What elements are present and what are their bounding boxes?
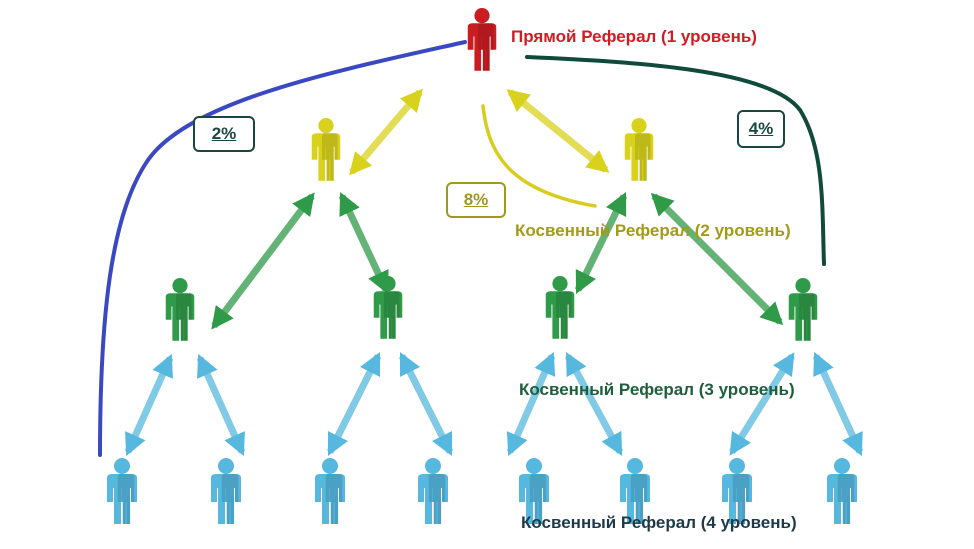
person-icon (211, 458, 241, 524)
person-icon (722, 458, 752, 524)
person-icon (467, 8, 497, 71)
arrow-icon (812, 351, 864, 457)
person-icon (311, 118, 341, 181)
arrow-icon (211, 192, 315, 330)
arrow-icon (506, 89, 610, 173)
percent-badge-right: 4% (737, 110, 785, 148)
arrow-icon (338, 191, 390, 295)
arrow-icon (574, 191, 628, 295)
arrow-icon (326, 351, 382, 457)
percent-badge-left: 2% (193, 116, 255, 152)
arrow-icon (124, 353, 174, 457)
person-icon (545, 276, 575, 339)
person-icon (827, 458, 857, 524)
arrow-icon (349, 88, 423, 176)
arrow-icon (650, 192, 784, 326)
arrow-icon (564, 352, 624, 456)
level-2-label: Косвенный Реферал (2 уровень) (515, 221, 791, 240)
level-1-label: Прямой Реферал (1 уровень) (511, 27, 757, 46)
arrow-icon (398, 351, 454, 457)
person-icon (107, 458, 137, 524)
level-4-label: Косвенный Реферал (4 уровень) (521, 513, 797, 532)
person-icon (165, 278, 195, 341)
person-icon (624, 118, 654, 181)
arrow-icon (196, 353, 246, 457)
arrow-icon (729, 352, 795, 456)
person-icon (418, 458, 448, 524)
percent-badge-middle: 8% (446, 182, 506, 218)
person-icon (315, 458, 345, 524)
level-3-label: Косвенный Реферал (3 уровень) (519, 380, 795, 399)
arrow-icon (506, 351, 556, 457)
person-icon (788, 278, 818, 341)
connector-line-dark-green (525, 55, 826, 266)
person-icon (519, 458, 549, 524)
connector-line-blue (98, 40, 467, 457)
person-icon (620, 458, 650, 524)
person-icon (373, 276, 403, 339)
connector-line-yellow (481, 104, 597, 208)
